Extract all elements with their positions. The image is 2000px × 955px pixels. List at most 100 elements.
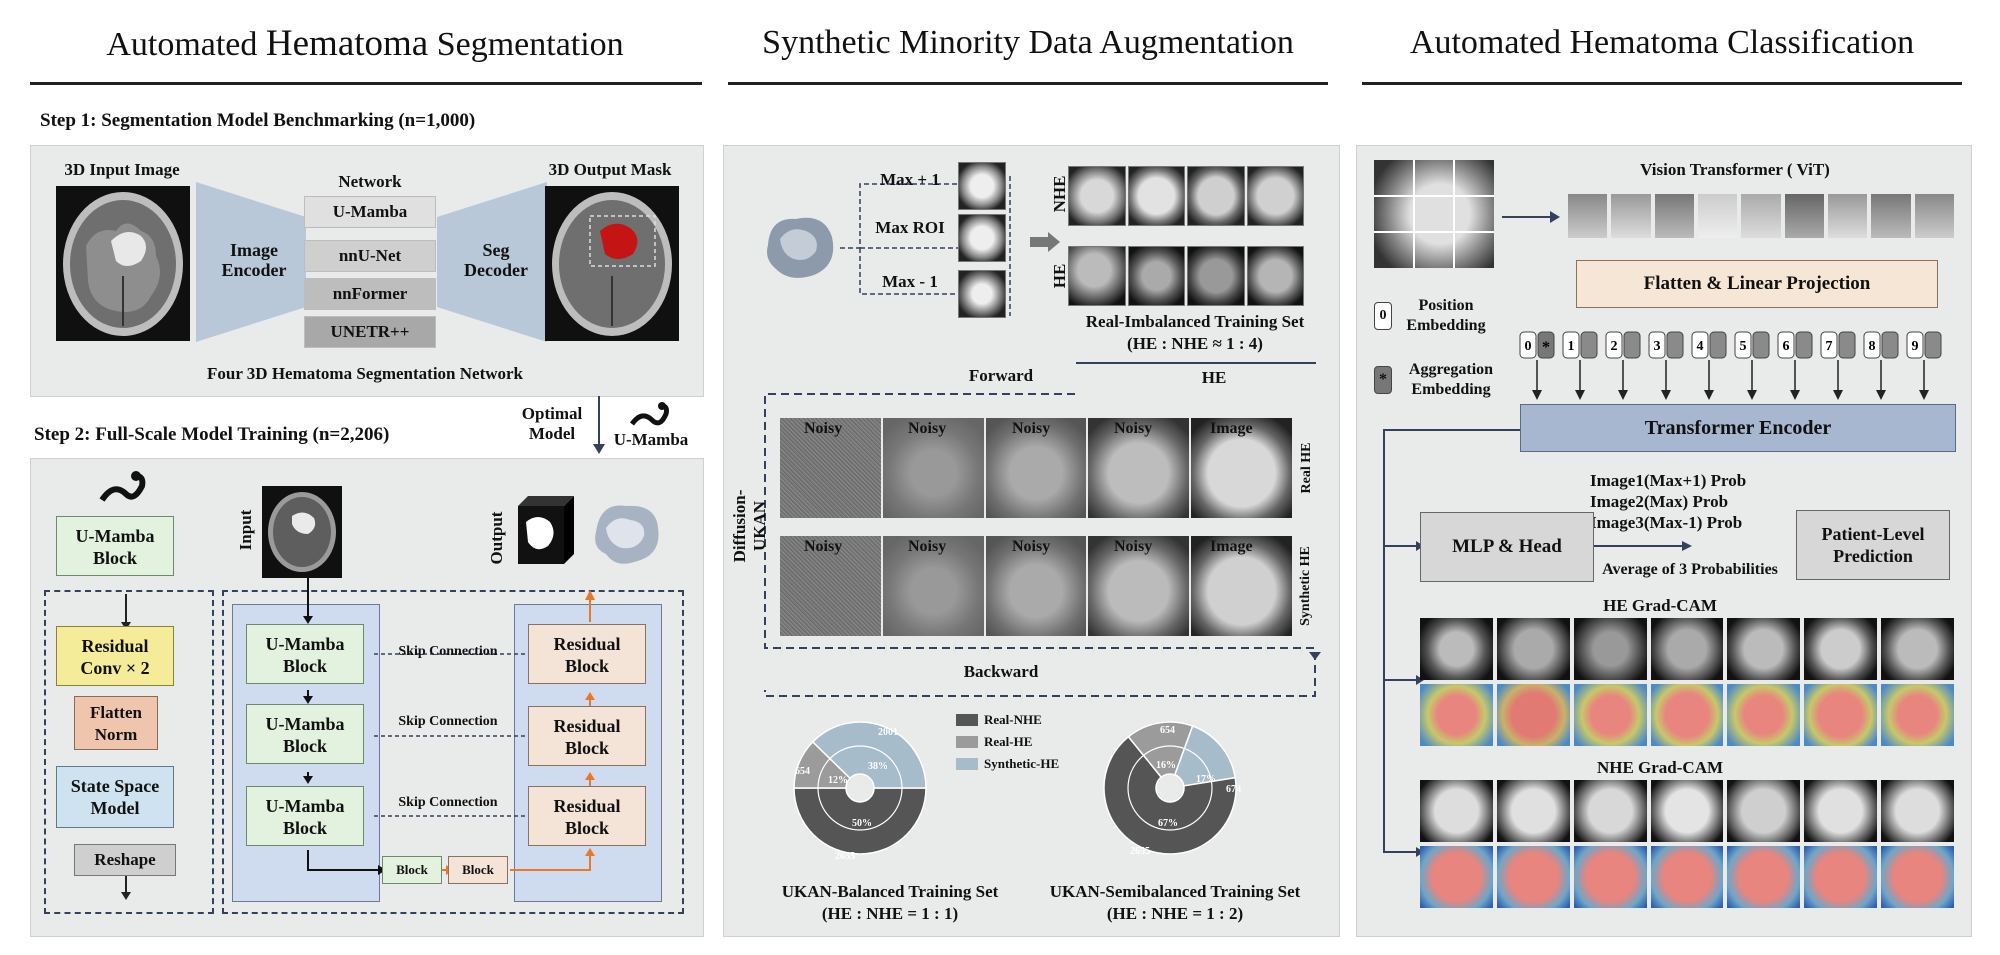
hematoma-3d-shape [767, 217, 834, 278]
nhe-gradcam-title: NHE Grad-CAM [1596, 758, 1724, 777]
diffusion-loop [764, 393, 1321, 697]
umamba-tag: U-Mamba [613, 430, 689, 449]
image-label-2: Image [1210, 538, 1253, 555]
balanced-nhe-count: 2655 [835, 851, 855, 862]
semi-he-pct: 16% [1156, 760, 1176, 771]
donut-slice-real-nhe [793, 787, 927, 855]
position-token-0: 0* [1519, 331, 1555, 400]
slice-branch-lines [840, 176, 1011, 316]
nhe-row-label: NHE [1050, 175, 1069, 213]
real-he-label: Real HE [1299, 442, 1314, 494]
aggregation-embedding-icon: * [1374, 366, 1392, 394]
nhe-tile [1187, 166, 1245, 226]
reshape-block: Reshape [74, 844, 176, 876]
donut-slice-synthetic-he [1173, 725, 1237, 787]
gradcam-ct-tile [1650, 618, 1724, 680]
max-plus-label: Max + 1 [880, 170, 940, 189]
synthetic-he-diffusion-row [780, 536, 1292, 636]
skip-connection-2: Skip Connection [398, 714, 498, 729]
svg-text:5: 5 [1740, 339, 1747, 354]
gradcam-heat-tile [1727, 846, 1801, 908]
output-ct-mask [545, 186, 679, 341]
gradcam-ct-tile [1881, 780, 1955, 842]
noise-tile [985, 418, 1087, 518]
donut-slice-real-he [1127, 721, 1194, 779]
seg-decoder-shape [437, 182, 547, 342]
gradcam-ct-tile [1496, 618, 1570, 680]
svg-text:7: 7 [1826, 339, 1833, 354]
network-item-nnformer: nnFormer [304, 278, 436, 310]
output-cube [518, 496, 574, 564]
svg-text:*: * [1542, 339, 1550, 356]
he-row-label: HE [1050, 263, 1069, 289]
network-item-umamba: U-Mamba [304, 196, 436, 228]
legend-synthetic-he: Synthetic-HE [956, 756, 1096, 772]
he-tile [1187, 246, 1245, 306]
network-connectors [303, 578, 595, 875]
semi-he-count: 654 [1160, 725, 1175, 736]
balanced-ratio: (HE : NHE = 1 : 1) [821, 904, 959, 923]
semi-synthetic-pct: 17% [1196, 774, 1216, 785]
slice-max-plus [958, 162, 1006, 210]
transformer-encoder-box: Transformer Encoder [1520, 404, 1956, 452]
gradcam-heat-tile [1804, 684, 1878, 746]
noisy-label-3: Noisy [1012, 420, 1051, 437]
forward-label: Forward [968, 366, 1034, 385]
nhe-tiles-row [1068, 166, 1304, 226]
input-ct-image [56, 186, 190, 341]
semibalanced-ratio: (HE : NHE = 1 : 2) [1106, 904, 1244, 923]
position-token-6: 6 [1777, 331, 1813, 400]
skip-connection-1: Skip Connection [398, 644, 498, 659]
position-token-2: 2 [1605, 331, 1641, 400]
noisy-label-5: Noisy [804, 538, 843, 555]
position-token-5: 5 [1734, 331, 1770, 400]
gradcam-ct-tile [1573, 780, 1647, 842]
he-split-line [1076, 362, 1316, 364]
balanced-title: UKAN-Balanced Training Set [781, 882, 999, 901]
gradcam-heat-tile [1727, 684, 1801, 746]
image-encoder-shape [196, 182, 306, 342]
real-he-diffusion-row [780, 418, 1292, 518]
gradcam-ct-tile [1573, 618, 1647, 680]
nhe-tile [1068, 166, 1126, 226]
svg-text:0: 0 [1525, 339, 1532, 354]
noise-tile [780, 418, 881, 518]
he-tile [1246, 246, 1304, 306]
gradcam-heat-tile [1573, 684, 1647, 746]
svg-text:2: 2 [1611, 339, 1618, 354]
augmentation-title-rule [728, 82, 1328, 85]
he-tiles-row [1068, 246, 1304, 306]
svg-text:9: 9 [1912, 339, 1919, 354]
gradcam-heat-tile [1804, 846, 1878, 908]
gradcam-ct-tile [1650, 780, 1724, 842]
gradcam-ct-tile [1496, 780, 1570, 842]
gradcam-heat-tile [1420, 684, 1493, 746]
prob-line-1: Image1(Max+1) Prob [1590, 471, 1747, 490]
svg-text:8: 8 [1869, 339, 1876, 354]
flatten-projection-box: Flatten & Linear Projection [1576, 260, 1938, 308]
he-tile [1127, 246, 1185, 306]
nhe-gradcam-heat-row [1420, 846, 1955, 908]
diffusion-ukan-label: Diffusion-UKAN [730, 489, 769, 563]
noisy-label-6: Noisy [908, 538, 947, 555]
svg-text:4: 4 [1697, 339, 1704, 354]
skip-connection-3: Skip Connection [398, 795, 498, 810]
gradcam-ct-tile [1804, 618, 1878, 680]
patch-tile [1914, 194, 1954, 238]
bottleneck-block-2: Block [448, 856, 508, 884]
classification-title: Automated Hematoma Classification [1409, 24, 1915, 61]
average-label: Average of 3 Probabilities [1602, 561, 1778, 578]
patch-tile [1741, 194, 1781, 238]
position-token-8: 8 [1863, 331, 1899, 400]
patch-tile [1654, 194, 1694, 238]
image-tile [1191, 536, 1292, 636]
max-minus-label: Max - 1 [882, 272, 938, 291]
